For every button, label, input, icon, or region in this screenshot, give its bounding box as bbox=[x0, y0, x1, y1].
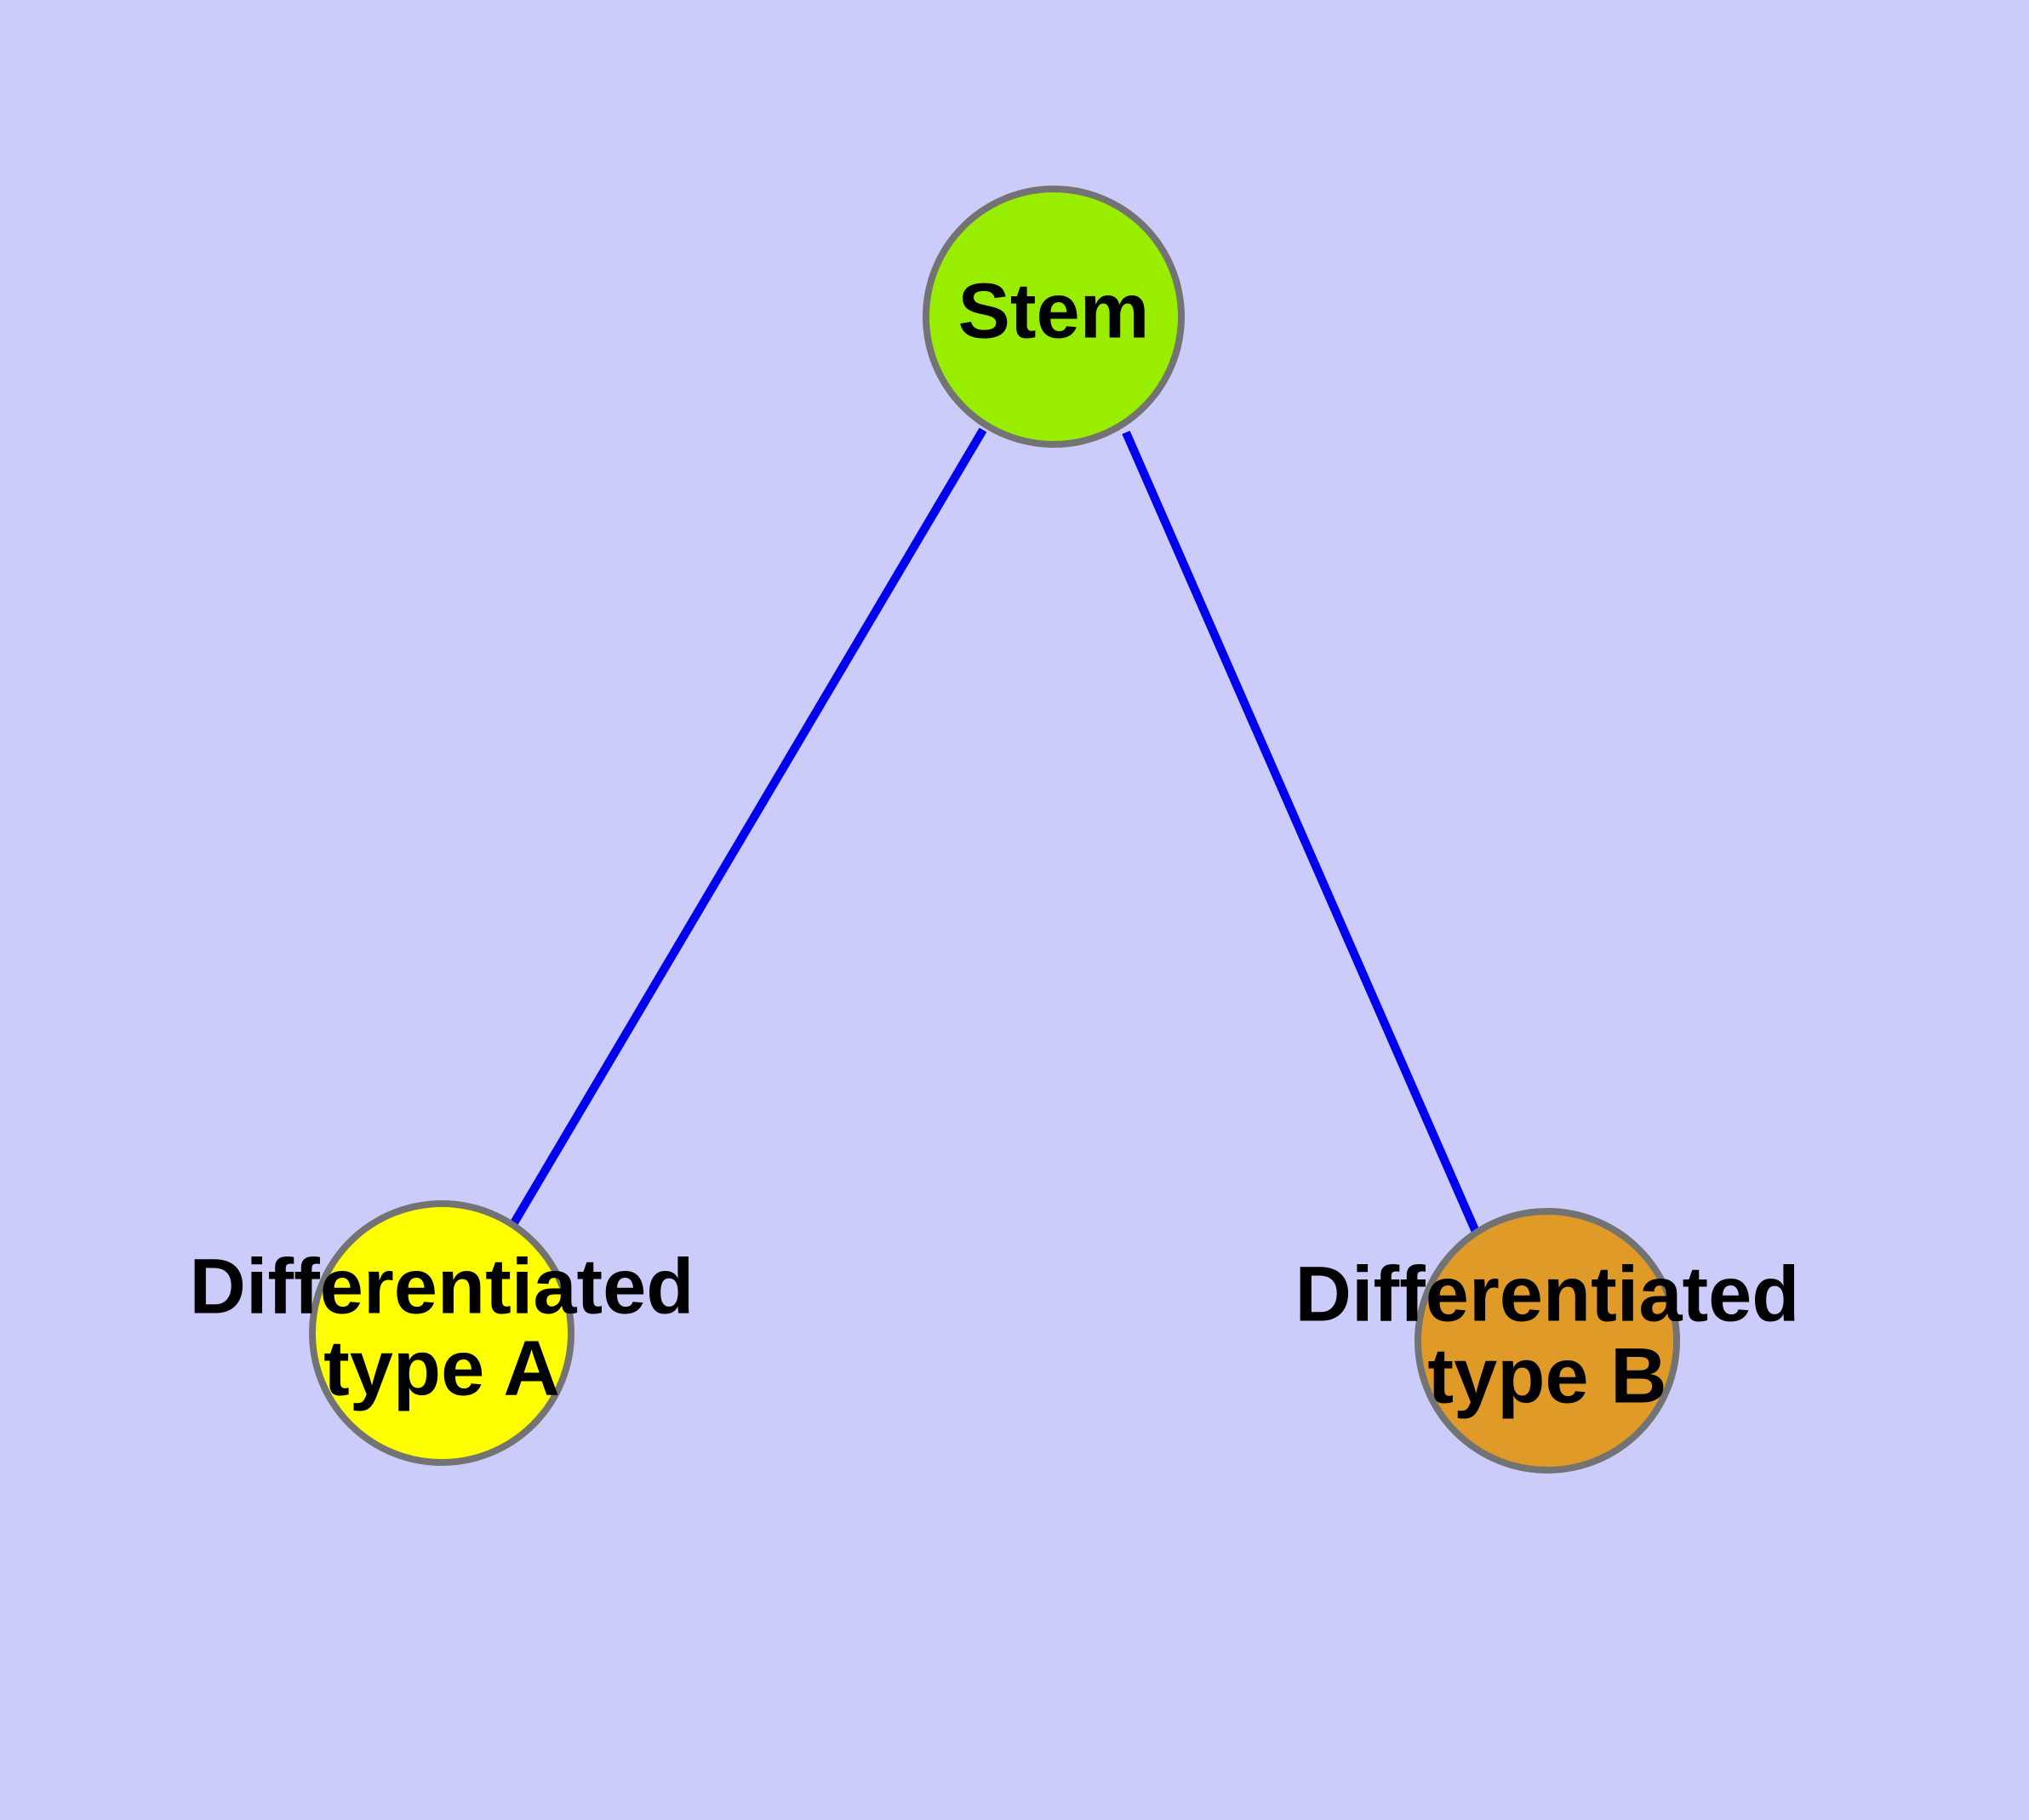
node-label-diff-a-line-2: type A bbox=[323, 1325, 560, 1411]
node-label-diff-b-line-2: type B bbox=[1427, 1332, 1666, 1419]
node-circle-stem[interactable] bbox=[923, 186, 1185, 448]
node-label-diff-a-line-1: Differentiated bbox=[190, 1243, 694, 1330]
edges-layer bbox=[508, 427, 1480, 1234]
edge-stem-to-diff-b[interactable] bbox=[1122, 430, 1480, 1234]
node-label-diff-b-line-1: Differentiated bbox=[1295, 1251, 1800, 1337]
node-circle-diff-a[interactable] bbox=[309, 1200, 574, 1466]
edge-stem-to-diff-a[interactable] bbox=[508, 427, 987, 1228]
node-stem[interactable]: Stem bbox=[923, 186, 1185, 448]
node-circle-diff-b[interactable] bbox=[1415, 1208, 1680, 1474]
node-label-stem-line-1: Stem bbox=[958, 267, 1150, 354]
